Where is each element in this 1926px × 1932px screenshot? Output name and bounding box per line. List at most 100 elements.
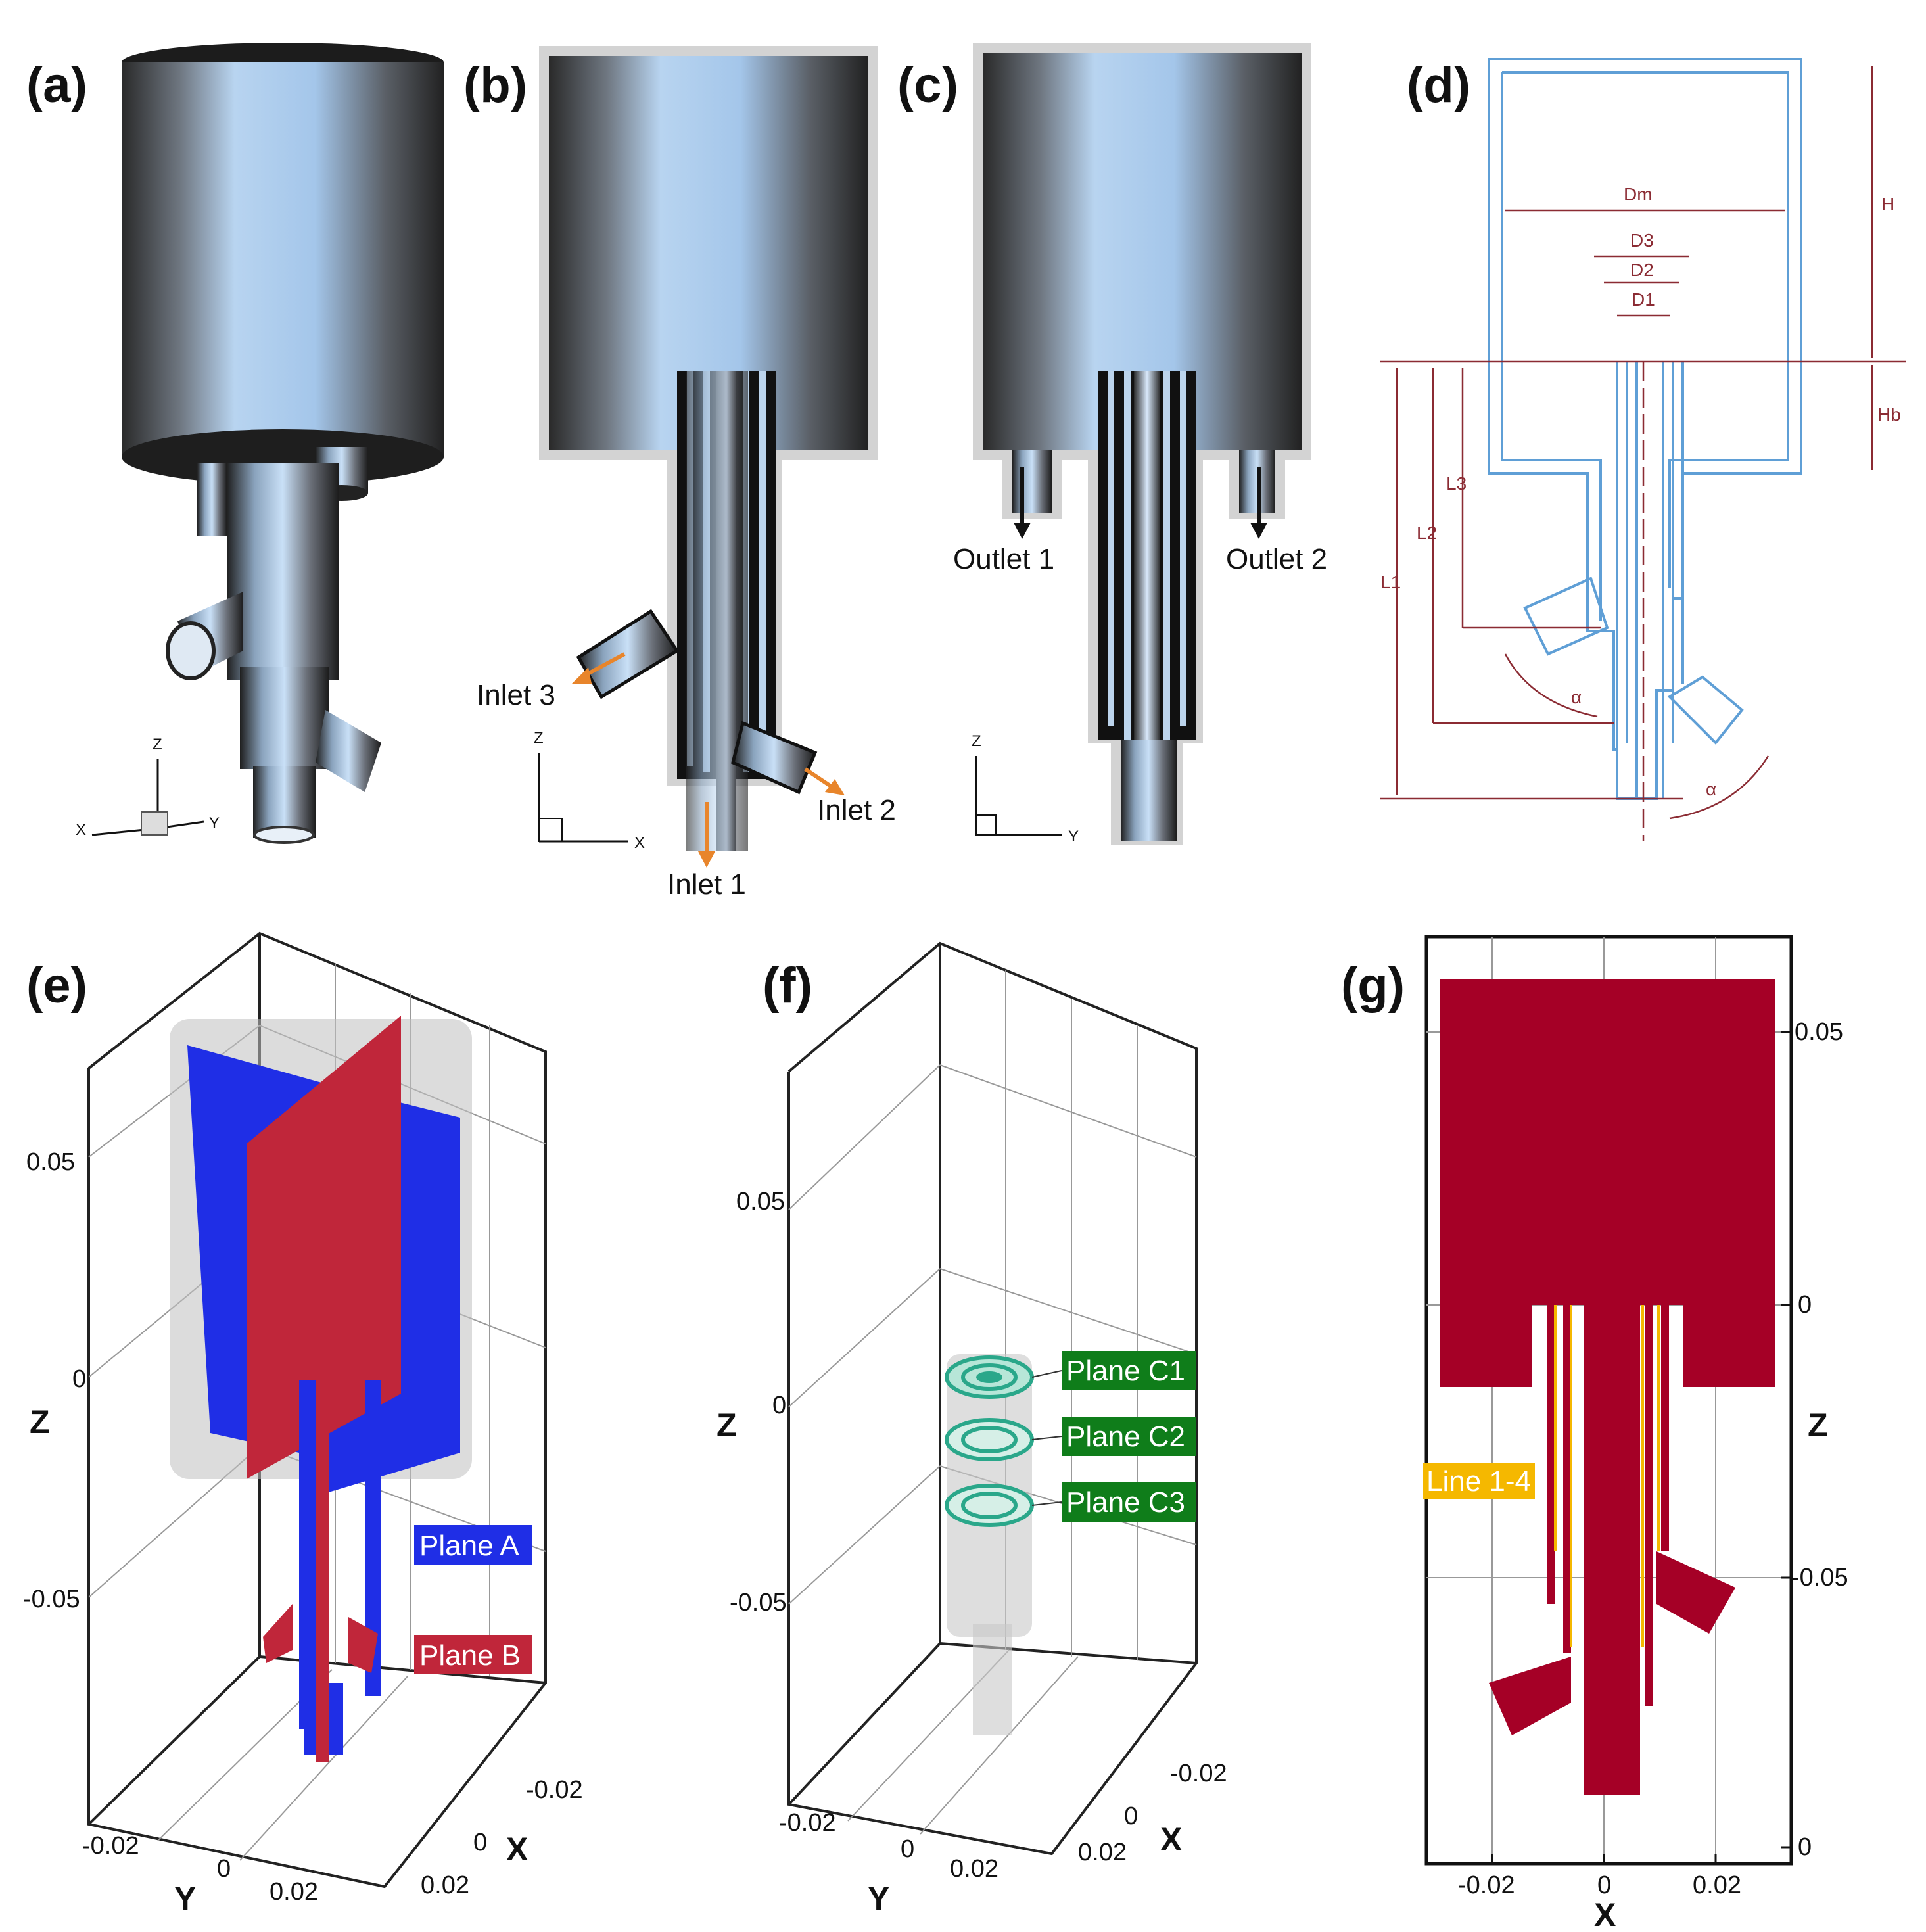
svg-text:L3: L3 bbox=[1446, 473, 1467, 494]
inlet2-label: Inlet 2 bbox=[817, 794, 896, 826]
svg-text:0: 0 bbox=[1798, 1833, 1812, 1861]
svg-text:0.02: 0.02 bbox=[270, 1878, 318, 1906]
dimension-lines bbox=[1380, 66, 1906, 841]
svg-text:-0.02: -0.02 bbox=[82, 1832, 139, 1860]
svg-text:0: 0 bbox=[72, 1365, 86, 1393]
axis-triad-a: Z X Y bbox=[76, 736, 220, 839]
sketch-outline bbox=[1488, 58, 1802, 800]
svg-text:0.05: 0.05 bbox=[1795, 1018, 1843, 1046]
svg-text:L2: L2 bbox=[1417, 523, 1437, 543]
axis-triad-c: Z Y bbox=[972, 732, 1079, 845]
svg-text:0.05: 0.05 bbox=[26, 1148, 75, 1176]
svg-text:-0.05: -0.05 bbox=[730, 1589, 787, 1616]
svg-text:Z: Z bbox=[716, 1407, 737, 1444]
svg-text:-0.02: -0.02 bbox=[779, 1809, 836, 1837]
domain-section bbox=[1440, 979, 1775, 1795]
main-cylinder bbox=[122, 62, 444, 457]
planeC-rings bbox=[945, 1355, 1034, 1527]
planeC2-label: Plane C2 bbox=[1066, 1421, 1185, 1453]
svg-text:X: X bbox=[634, 834, 645, 852]
svg-text:Hb: Hb bbox=[1877, 404, 1901, 425]
planeC3-tag-bg bbox=[1062, 1482, 1196, 1522]
svg-text:X: X bbox=[76, 821, 86, 839]
panel-g-letter: (g) bbox=[1341, 958, 1405, 1014]
planeC3-label: Plane C3 bbox=[1066, 1486, 1185, 1519]
svg-text:Z: Z bbox=[1808, 1407, 1828, 1444]
svg-text:Dm: Dm bbox=[1624, 184, 1653, 204]
svg-text:0: 0 bbox=[1597, 1872, 1611, 1899]
svg-text:X: X bbox=[1160, 1821, 1182, 1858]
svg-text:0: 0 bbox=[772, 1392, 786, 1419]
planeA-label: Plane A bbox=[419, 1530, 519, 1562]
svg-text:-0.02: -0.02 bbox=[526, 1776, 583, 1804]
svg-text:X: X bbox=[506, 1831, 528, 1868]
svg-text:-0.05: -0.05 bbox=[23, 1586, 80, 1613]
planeB-panel bbox=[247, 1016, 401, 1479]
side-inlet-right bbox=[316, 710, 381, 792]
svg-text:-0.02: -0.02 bbox=[1458, 1872, 1515, 1899]
svg-text:α: α bbox=[1706, 779, 1716, 799]
svg-text:0: 0 bbox=[1124, 1802, 1138, 1830]
panel-b: (b) Inlet 3 Inlet 2 Inlet 1 Z X bbox=[463, 46, 896, 901]
shaft-upper bbox=[227, 463, 339, 680]
inlet3-pipe bbox=[576, 609, 680, 699]
svg-text:Z: Z bbox=[534, 729, 544, 747]
planeA-tag-bg bbox=[414, 1525, 532, 1565]
svg-text:Z: Z bbox=[972, 732, 981, 750]
svg-text:X: X bbox=[1594, 1897, 1616, 1932]
panel-a: (a) Z X Y bbox=[26, 43, 444, 844]
line-1-4 bbox=[1554, 1305, 1660, 1647]
svg-text:D3: D3 bbox=[1630, 230, 1654, 250]
planeB-label: Plane B bbox=[419, 1639, 521, 1672]
panel-d-letter: (d) bbox=[1407, 57, 1470, 113]
svg-text:0: 0 bbox=[901, 1835, 914, 1863]
svg-text:D1: D1 bbox=[1632, 289, 1655, 310]
panel-e: (e) Plane A bbox=[23, 931, 583, 1917]
inlet-section-left bbox=[1489, 1657, 1571, 1735]
planeB-tag-bg bbox=[414, 1635, 532, 1674]
svg-text:Y: Y bbox=[1068, 828, 1079, 845]
svg-text:Z: Z bbox=[30, 1403, 50, 1440]
shaft-middle bbox=[240, 667, 329, 769]
line-label: Line 1-4 bbox=[1426, 1465, 1531, 1497]
svg-text:α: α bbox=[1571, 687, 1582, 707]
outlet2-label: Outlet 2 bbox=[1226, 543, 1327, 575]
svg-text:0.02: 0.02 bbox=[950, 1855, 998, 1883]
planeC2-tag-bg bbox=[1062, 1417, 1196, 1456]
svg-text:Y: Y bbox=[868, 1880, 889, 1917]
svg-text:0.02: 0.02 bbox=[1693, 1872, 1741, 1899]
panel-f-letter: (f) bbox=[763, 958, 812, 1014]
line-tag-bg bbox=[1423, 1463, 1535, 1499]
outlet1-stub bbox=[1012, 450, 1052, 513]
panel-f: (f) bbox=[716, 941, 1227, 1917]
panel-e-letter: (e) bbox=[26, 958, 87, 1014]
svg-text:0: 0 bbox=[1798, 1291, 1812, 1319]
panel-b-letter: (b) bbox=[463, 57, 527, 113]
svg-text:0.05: 0.05 bbox=[736, 1188, 785, 1215]
svg-text:-0.02: -0.02 bbox=[1170, 1760, 1227, 1787]
svg-text:L1: L1 bbox=[1380, 572, 1401, 592]
panel-a-letter: (a) bbox=[26, 57, 87, 113]
svg-text:Z: Z bbox=[153, 736, 162, 753]
outlet-stub-left bbox=[197, 463, 227, 536]
svg-text:0: 0 bbox=[473, 1829, 487, 1856]
panel-c: (c) Outlet 1 Outlet 2 Z Y bbox=[897, 43, 1327, 845]
svg-text:H: H bbox=[1881, 194, 1894, 214]
svg-text:-0.05: -0.05 bbox=[1791, 1564, 1848, 1591]
svg-text:D2: D2 bbox=[1630, 260, 1654, 280]
svg-text:0: 0 bbox=[217, 1855, 231, 1883]
svg-text:0.02: 0.02 bbox=[421, 1872, 469, 1899]
planeC1-label: Plane C1 bbox=[1066, 1355, 1185, 1387]
inlet3-label: Inlet 3 bbox=[477, 679, 555, 711]
inlet-section-right bbox=[1656, 1551, 1735, 1634]
axis-triad-b: Z X bbox=[534, 729, 645, 852]
inlet1-label: Inlet 1 bbox=[667, 868, 746, 901]
svg-text:Y: Y bbox=[174, 1880, 196, 1917]
svg-text:Y: Y bbox=[209, 814, 220, 832]
outlet1-label: Outlet 1 bbox=[953, 543, 1054, 575]
panel-d: (d) bbox=[1380, 57, 1906, 841]
inlet2-pipe bbox=[731, 720, 818, 795]
panel-c-letter: (c) bbox=[897, 57, 958, 113]
planeC1-tag-bg bbox=[1062, 1351, 1196, 1390]
